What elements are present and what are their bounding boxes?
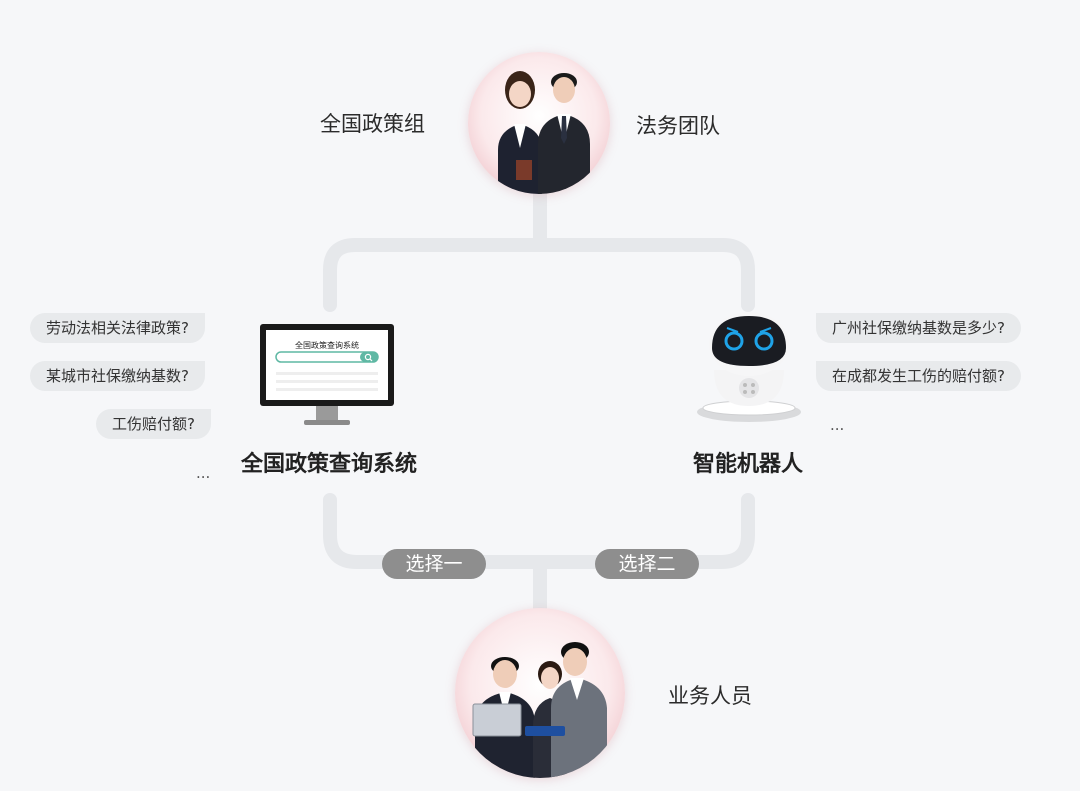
question-bubble: 工伤赔付额? — [96, 409, 211, 439]
question-bubble: 某城市社保缴纳基数? — [30, 361, 205, 391]
question-bubble: 广州社保缴纳基数是多少? — [816, 313, 1021, 343]
policy-group-label: 全国政策组 — [320, 112, 425, 136]
choice-two-badge: 选择二 — [595, 549, 699, 579]
monitor-icon — [258, 322, 396, 430]
choice-one-badge: 选择一 — [382, 549, 486, 579]
staff-photo — [455, 608, 625, 778]
screen-title: 全国政策查询系统 — [295, 341, 359, 350]
question-bubble: 在成都发生工伤的赔付额? — [816, 361, 1021, 391]
ellipsis: ... — [196, 464, 211, 482]
legal-team-label: 法务团队 — [636, 114, 720, 138]
team-photo — [468, 52, 610, 194]
question-bubble: 劳动法相关法律政策? — [30, 313, 205, 343]
robot-icon — [694, 308, 804, 426]
robot-label: 智能机器人 — [693, 452, 804, 477]
query-system-label: 全国政策查询系统 — [241, 452, 418, 477]
ellipsis: ... — [830, 416, 845, 434]
staff-label: 业务人员 — [668, 684, 752, 708]
